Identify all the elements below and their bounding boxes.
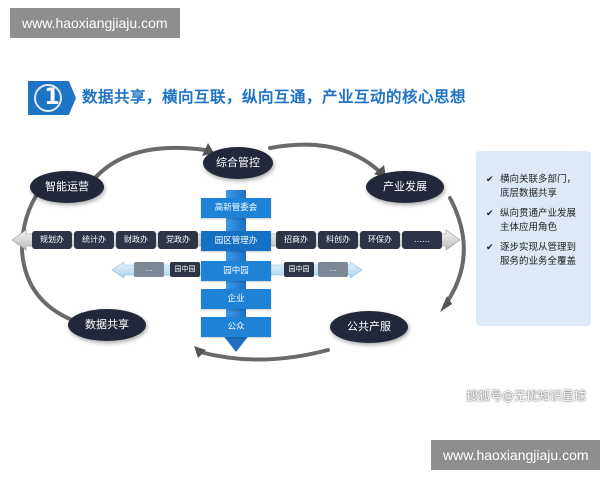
- arc-bottom-left: [19, 188, 74, 322]
- dept-box: 环保办: [360, 231, 400, 249]
- dept-box: 统计办: [74, 231, 114, 249]
- source-credit: 搜狐号@无忧知识星球: [466, 389, 587, 403]
- side-panel-item: ✔ 横向关联多部门，底层数据共享: [486, 173, 585, 201]
- watermark-bottom: www.haoxiangjiaju.com: [431, 440, 600, 470]
- column-box-enterprise: 企业: [201, 289, 271, 309]
- heading: 1 数据共享，横向互联，纵向互通，产业互动的核心思想: [20, 81, 580, 117]
- node-data-sharing: 数据共享: [68, 309, 146, 341]
- side-panel-item-text: 纵向贯通产业发展主体应用角色: [500, 208, 577, 233]
- sub-box: …: [318, 262, 348, 277]
- arc-right: [443, 196, 466, 307]
- node-comprehensive-control: 综合管控: [203, 147, 273, 179]
- sub-box: 园中园: [170, 262, 200, 277]
- side-panel-list: ✔ 横向关联多部门，底层数据共享 ✔ 纵向贯通产业发展主体应用角色 ✔ 逐步实现…: [476, 151, 591, 269]
- node-industry-development: 产业发展: [366, 171, 444, 203]
- heading-number-badge: 1: [28, 81, 76, 115]
- side-panel: ✔ 横向关联多部门，底层数据共享 ✔ 纵向贯通产业发展主体应用角色 ✔ 逐步实现…: [476, 151, 591, 326]
- dept-box: 党政办: [158, 231, 198, 249]
- side-panel-item-text: 逐步实现从管理到服务的业务全覆盖: [500, 242, 577, 267]
- dept-box: 招商办: [276, 231, 316, 249]
- column-box-park-office: 园区管理办: [201, 231, 271, 251]
- sub-box: …: [134, 262, 164, 277]
- dept-box: 规划办: [32, 231, 72, 249]
- arrowhead-4: [194, 346, 206, 358]
- arc-top-left: [93, 146, 207, 180]
- heading-title: 数据共享，横向互联，纵向互通，产业互动的核心思想: [82, 88, 467, 106]
- cycle-arrows: [19, 142, 466, 362]
- check-icon: ✔: [486, 209, 494, 219]
- arc-bottom-right: [198, 348, 330, 362]
- side-panel-item-text: 横向关联多部门，底层数据共享: [500, 174, 577, 199]
- check-icon: ✔: [486, 175, 494, 185]
- node-smart-operation: 智能运营: [30, 171, 104, 203]
- node-public-service: 公共产服: [330, 311, 408, 343]
- arc-top-right: [268, 142, 382, 174]
- side-panel-item: ✔ 逐步实现从管理到服务的业务全覆盖: [486, 241, 585, 269]
- sub-box: 园中园: [284, 262, 314, 277]
- watermark-top: www.haoxiangjiaju.com: [10, 8, 180, 38]
- side-panel-item: ✔ 纵向贯通产业发展主体应用角色: [486, 207, 585, 235]
- column-box-park-in-park: 园中园: [201, 261, 271, 281]
- arrowhead-3: [440, 296, 452, 312]
- column-box-management-committee: 高新管委会: [201, 198, 271, 218]
- check-icon: ✔: [486, 243, 494, 253]
- dept-box: 财政办: [116, 231, 156, 249]
- column-box-public: 公众: [201, 317, 271, 337]
- dept-box: ……: [402, 231, 442, 249]
- dept-box: 科创办: [318, 231, 358, 249]
- vertical-column-arrowhead: [222, 334, 250, 352]
